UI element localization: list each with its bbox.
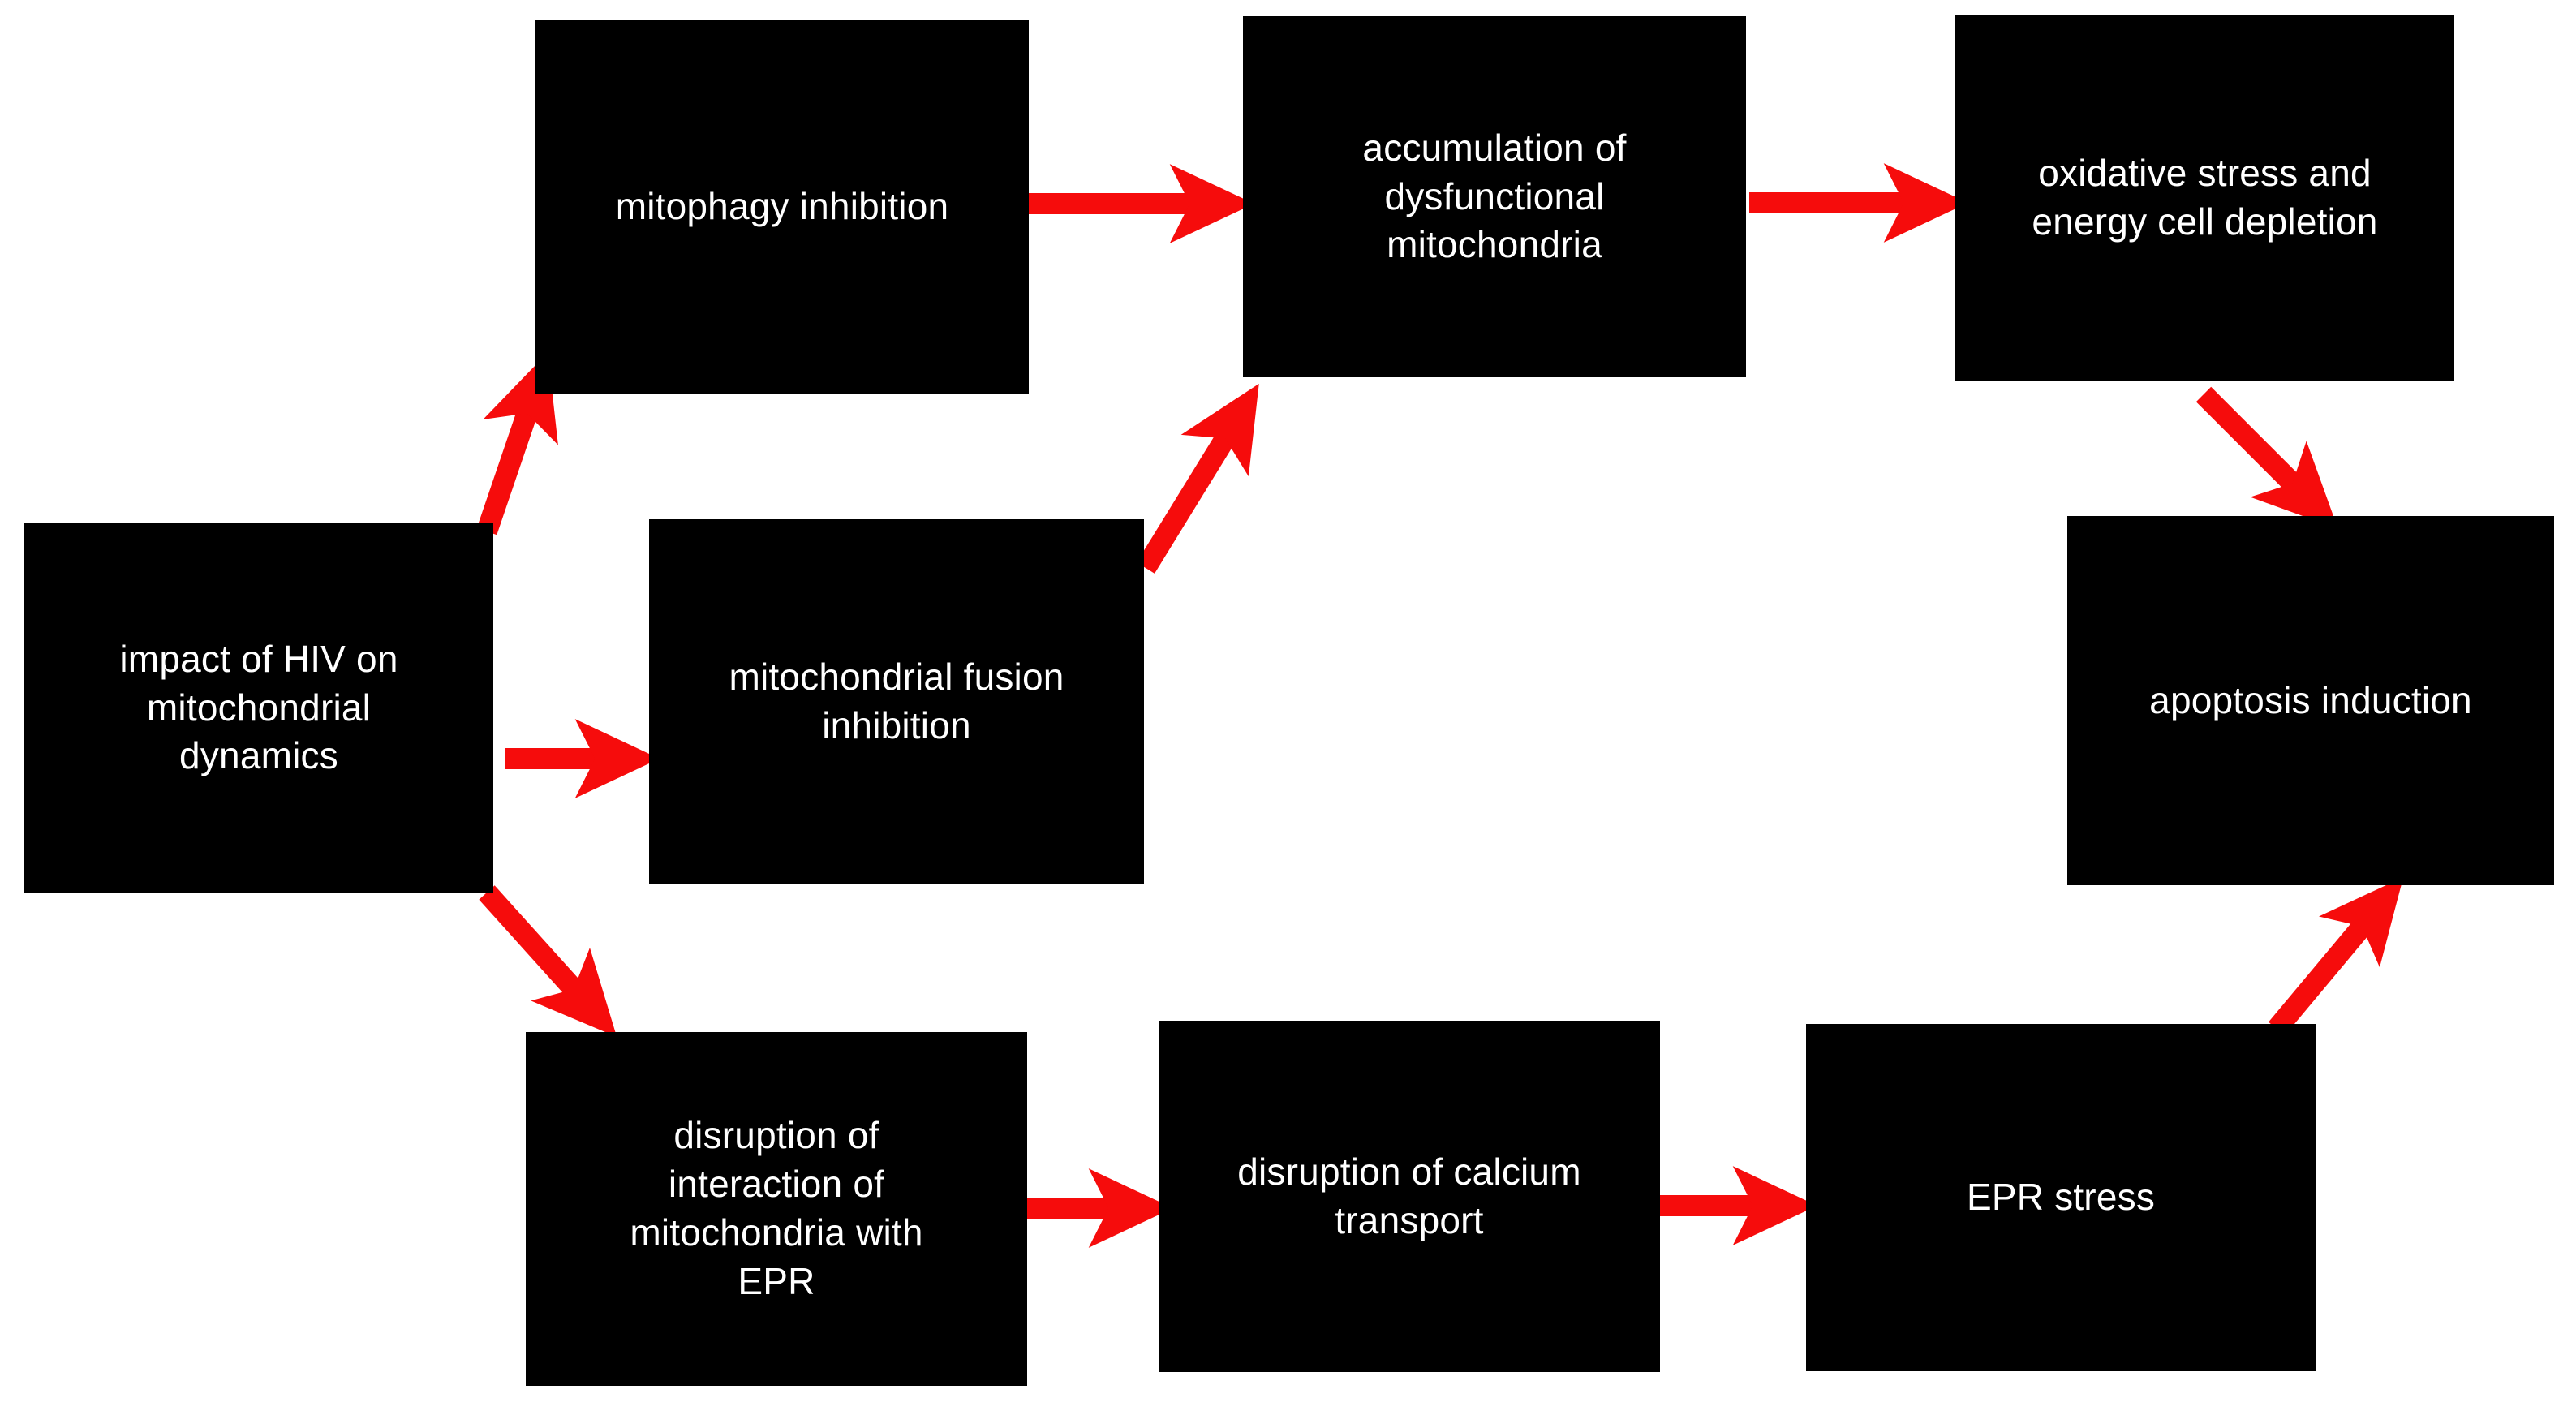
node-disruption-mitochondria-epr[interactable]: disruption of interaction of mitochondri…	[526, 1032, 1027, 1386]
node-oxidative-stress[interactable]: oxidative stress and energy cell depleti…	[1955, 15, 2454, 381]
edge-hiv-to-mitophagy	[476, 352, 558, 536]
node-apoptosis-induction[interactable]: apoptosis induction	[2067, 516, 2554, 885]
node-epr-stress[interactable]: EPR stress	[1806, 1024, 2316, 1371]
node-accumulation-dysfunctional-mitochondria[interactable]: accumulation of dysfunctional mitochondr…	[1243, 16, 1746, 377]
node-disruption-calcium-transport[interactable]: disruption of calcium transport	[1159, 1021, 1660, 1372]
edge-eprstress-to-apoptosis	[2269, 877, 2404, 1036]
node-hiv-impact[interactable]: impact of HIV on mitochondrial dynamics	[24, 523, 493, 892]
node-mitophagy-inhibition[interactable]: mitophagy inhibition	[535, 20, 1029, 394]
node-mitochondrial-fusion-inhibition[interactable]: mitochondrial fusion inhibition	[649, 519, 1144, 884]
edge-fusion-to-accum	[1136, 383, 1259, 574]
edge-oxidative-to-apoptosis	[2195, 386, 2338, 529]
edge-hiv-to-disruption-epr	[479, 885, 617, 1038]
